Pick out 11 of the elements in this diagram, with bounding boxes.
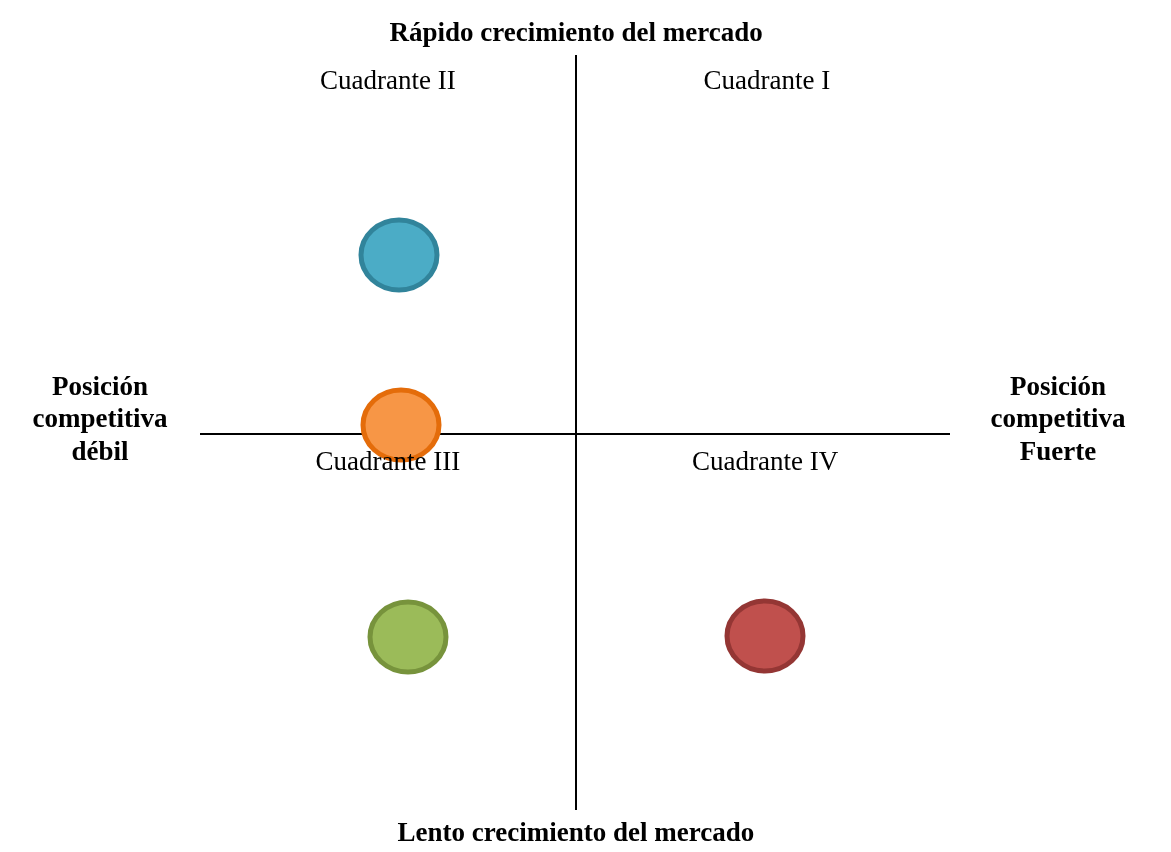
axis-title: Posición competitiva Fuerte (989, 370, 1127, 468)
axis-title: Lento crecimiento del mercado (397, 816, 755, 849)
circle-marker (358, 217, 440, 293)
axis-title: Posición competitiva débil (31, 370, 169, 468)
circle-marker (724, 598, 806, 674)
quadrant-label: Cuadrante IV (692, 445, 839, 478)
quadrant-label: Cuadrante III (315, 445, 461, 478)
axis-title: Rápido crecimiento del mercado (389, 16, 763, 49)
quadrant-label: Cuadrante I (703, 64, 831, 97)
circle-marker (367, 599, 449, 675)
quadrant-label: Cuadrante II (320, 64, 456, 97)
